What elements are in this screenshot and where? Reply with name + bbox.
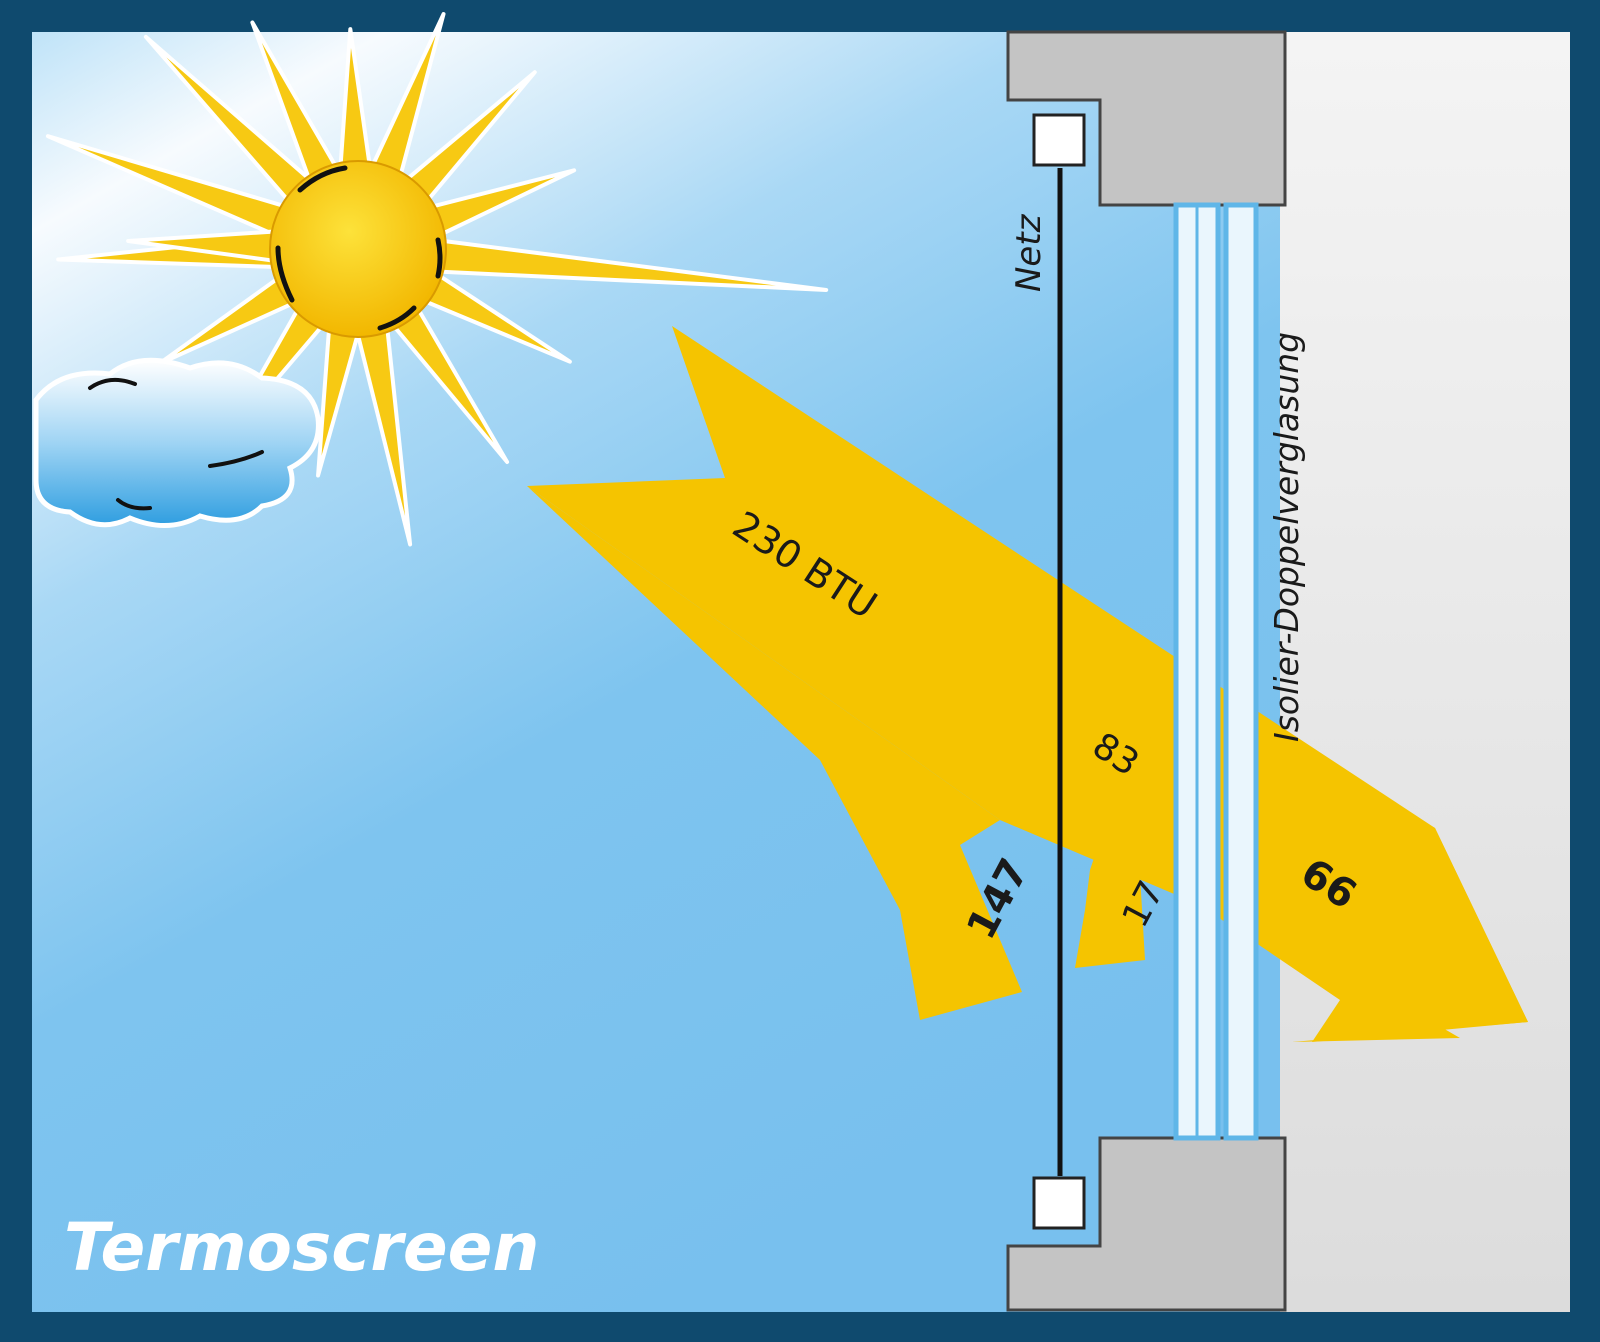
sun-dash <box>377 305 417 331</box>
net-mount-top <box>1032 113 1086 167</box>
glazing-label: Isolier-Doppelverglasung <box>1267 332 1306 742</box>
net-label: Netz <box>1009 213 1049 292</box>
sun-icon <box>45 12 829 547</box>
sun-dash <box>275 245 295 303</box>
upper-wall-block <box>1006 30 1287 207</box>
room-background <box>1280 32 1570 1312</box>
cloud-icon <box>33 357 321 529</box>
lower-wall-block <box>1006 1136 1287 1312</box>
sun-rays <box>45 12 829 547</box>
arrow-transmitted <box>1000 705 1528 1042</box>
double-glazing <box>1173 202 1259 1141</box>
page-title: Termoscreen <box>64 1209 539 1286</box>
heat-arrows <box>527 326 1528 1042</box>
net-mount-bottom <box>1032 1176 1086 1230</box>
sun-dash <box>435 237 443 279</box>
arrow-reflected-large <box>527 486 1022 1020</box>
sun-dash <box>297 165 348 193</box>
sun-disc <box>269 160 447 338</box>
